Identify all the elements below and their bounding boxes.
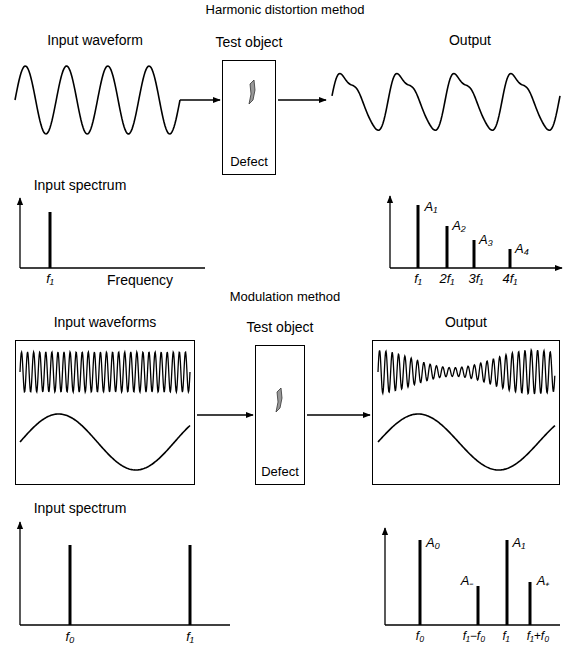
spectrum-axes: [20, 522, 560, 625]
output-waveform: [332, 74, 560, 131]
caption-text: Frequency: [107, 272, 173, 288]
caption-text: Harmonic distortion method: [206, 3, 365, 18]
spectrum-label: f₁: [502, 630, 509, 644]
modulated-waveform: [378, 350, 555, 394]
panel-heading: Test object: [247, 319, 314, 335]
defect-crack: [249, 80, 255, 104]
spectrum-label: f₀: [65, 630, 74, 645]
spectrum-label: A₄: [515, 242, 529, 257]
spectrum-label: 4f₁: [503, 272, 518, 287]
spectrum-label: f₁: [186, 630, 194, 645]
caption-text: Input spectrum: [34, 500, 127, 516]
pump-waveform: [20, 414, 190, 470]
caption-text: Output: [449, 32, 491, 48]
spectrum-label: 3f₁: [469, 272, 484, 287]
spectrum-label: A₃: [479, 233, 493, 248]
carrier-waveform: [20, 352, 190, 392]
caption-text: Input waveform: [47, 32, 143, 48]
box-outline: [15, 340, 195, 485]
spectrum-label: A₊: [537, 574, 550, 589]
spectrum-label: f₁−f₀: [463, 630, 486, 644]
spectrum-axes: [20, 196, 562, 268]
defect-crack: [276, 388, 282, 412]
spectrum-label: 2f₁: [440, 272, 455, 287]
spectrum-label: f₁: [46, 272, 54, 287]
defect-label: Defect: [255, 464, 305, 479]
waveform-panel: Output: [372, 340, 560, 485]
spectrum-label: A₁: [513, 536, 526, 551]
spectral-lines: [50, 205, 510, 268]
panel-heading: Test object: [216, 34, 283, 50]
defect-label: Defect: [222, 154, 276, 169]
spectrum-label: A₋: [461, 574, 474, 589]
arrow: [278, 99, 326, 100]
pump-waveform: [378, 414, 555, 470]
panel-heading: Input waveforms: [54, 314, 157, 330]
spectrum-label: A₂: [452, 219, 466, 234]
box-outline: [372, 340, 560, 485]
waveform-panel: Input waveforms: [15, 340, 195, 485]
test-object: Test objectDefect: [222, 60, 276, 175]
spectrum-label: A₁: [425, 200, 438, 215]
panel-heading: Output: [445, 314, 487, 330]
flow-arrow: [197, 414, 253, 415]
spectral-lines: [70, 540, 530, 625]
spectrum-label: f₀: [416, 630, 424, 644]
flow-arrow: [307, 414, 370, 415]
test-object: Test objectDefect: [255, 345, 305, 485]
caption-text: Input spectrum: [34, 177, 127, 193]
input-waveform: [15, 66, 180, 134]
spectrum-label: A₀: [426, 536, 440, 551]
caption-text: Modulation method: [230, 290, 341, 305]
spectrum-label: f₁: [414, 272, 422, 287]
spectrum-label: f₁+f₀: [527, 630, 550, 644]
arrow: [180, 99, 220, 100]
